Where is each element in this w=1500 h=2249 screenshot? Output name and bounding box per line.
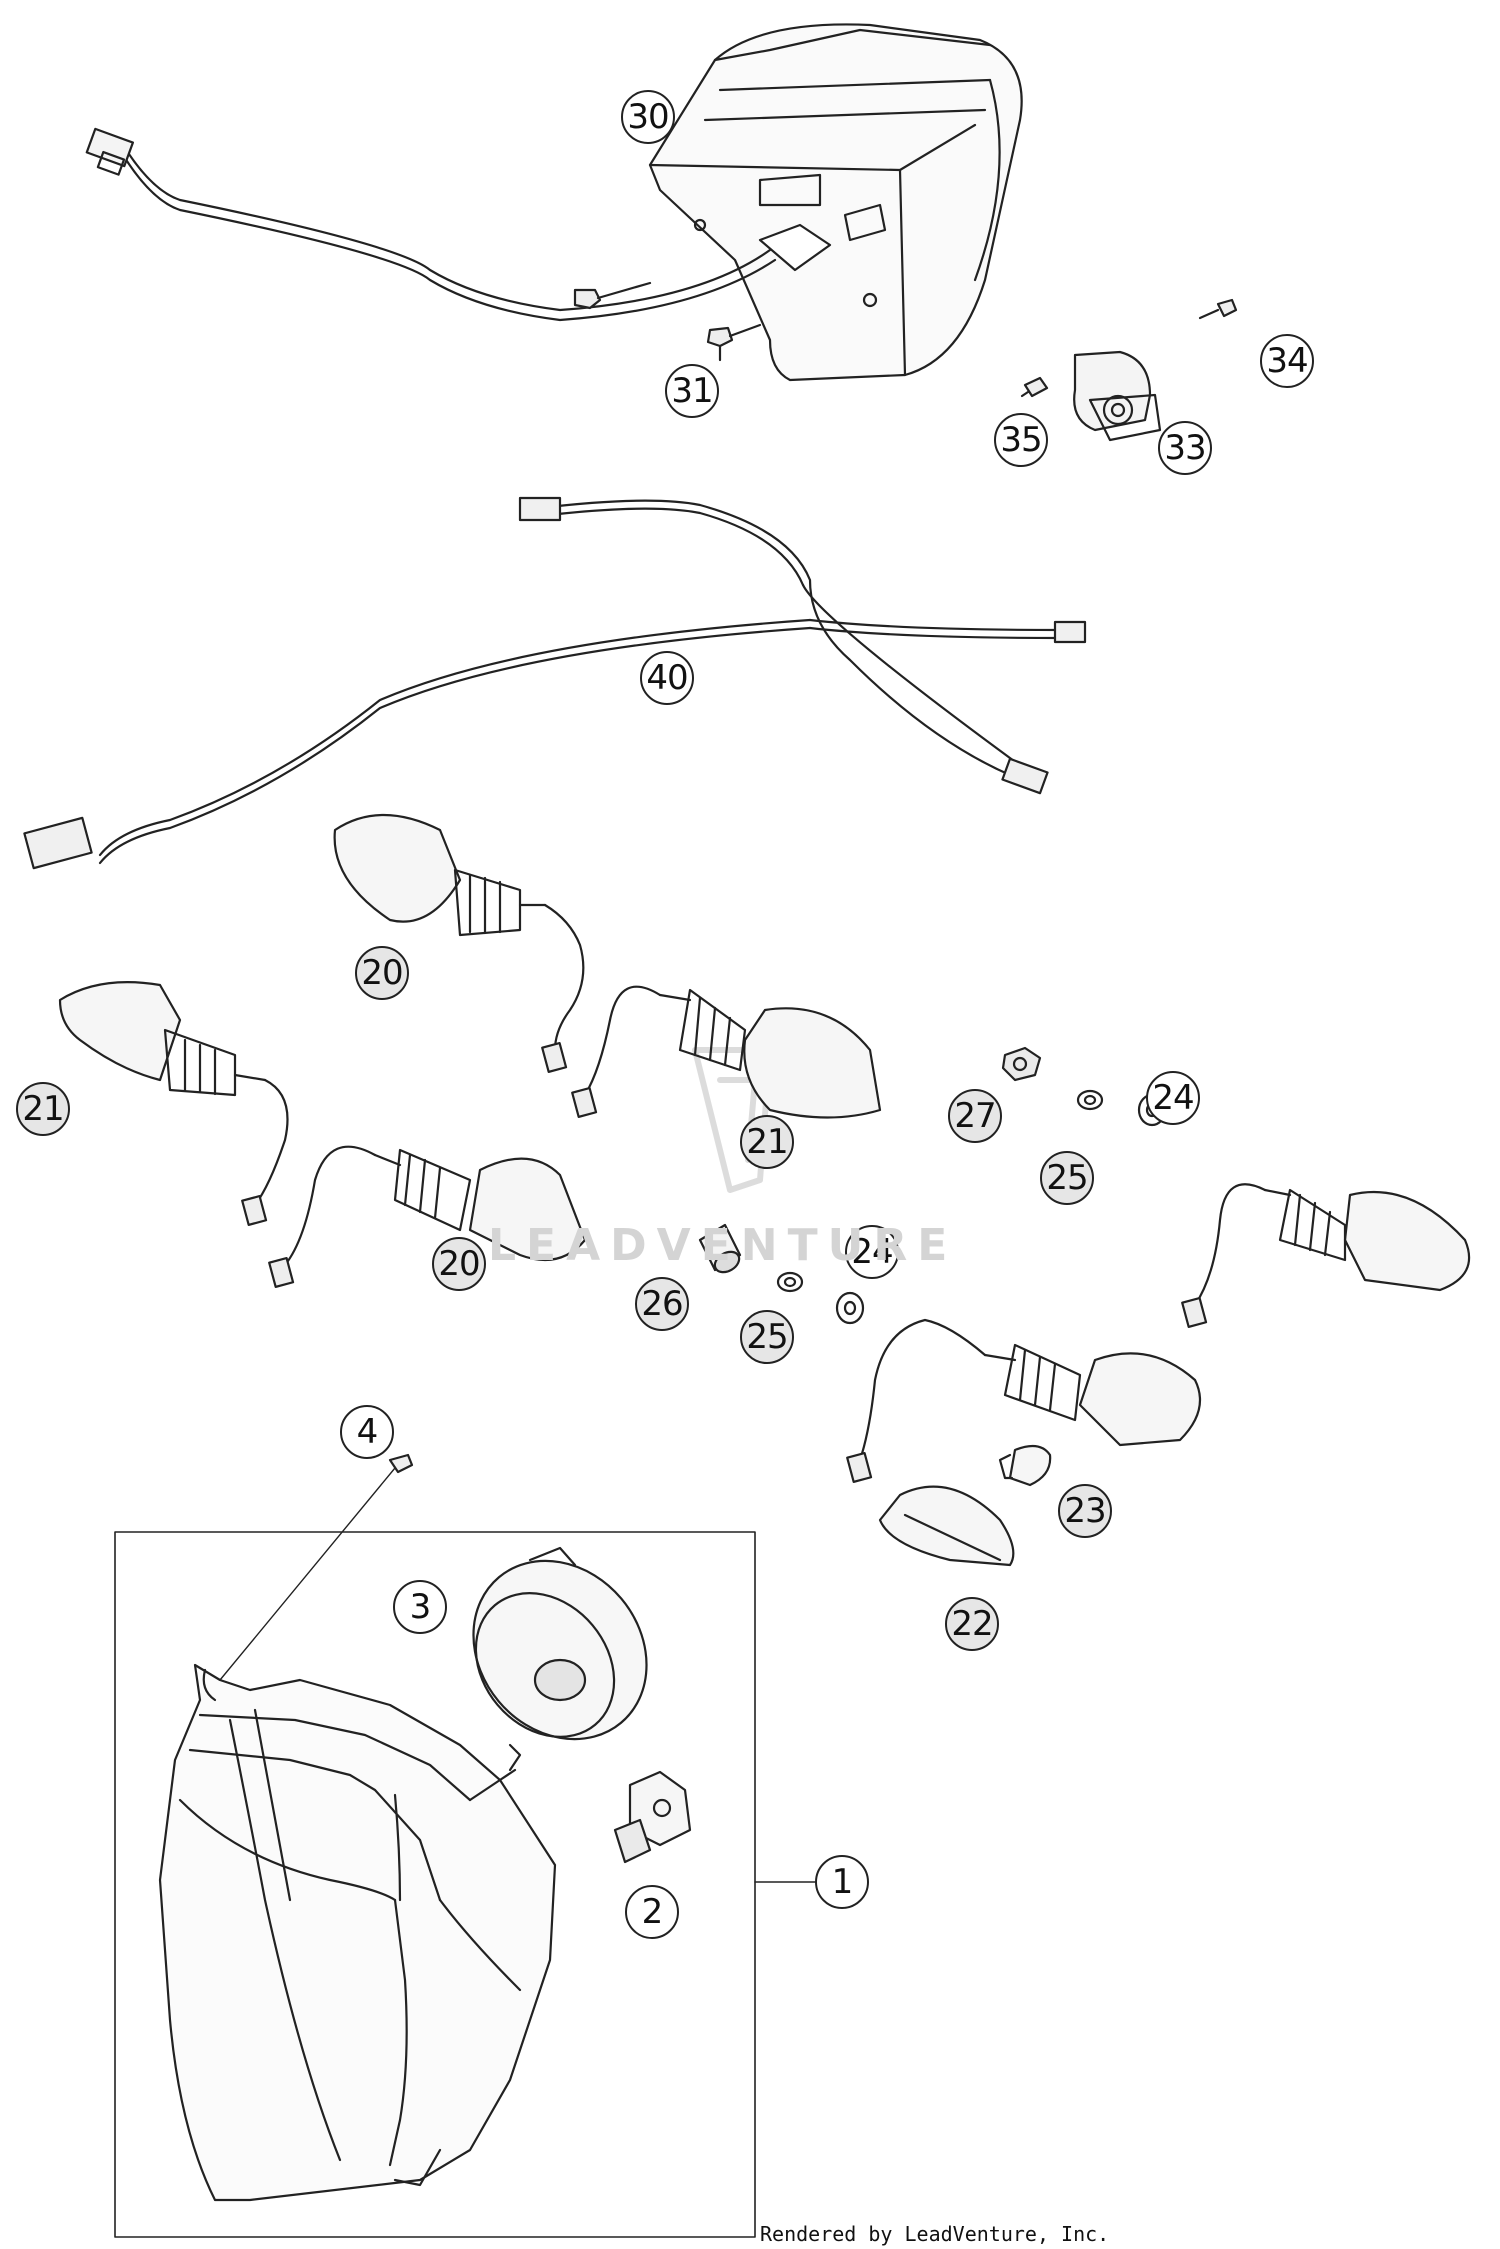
bulb-35	[1020, 376, 1049, 398]
callout-35: 35	[994, 413, 1048, 467]
callout-40: 40	[640, 651, 694, 705]
callout-30: 30	[621, 90, 675, 144]
callout-24-upper: 24	[1146, 1071, 1200, 1125]
callout-25-upper: 25	[1040, 1151, 1094, 1205]
screw-31	[573, 281, 762, 362]
callout-27: 27	[948, 1089, 1002, 1143]
tail-light-assembly	[648, 23, 1023, 382]
lens-22	[878, 1485, 1015, 1567]
callout-34: 34	[1260, 334, 1314, 388]
turn-signal-20-lower	[268, 1145, 587, 1288]
callout-22: 22	[945, 1597, 999, 1651]
turn-signal-20-upper	[333, 814, 585, 1073]
callout-20-lower: 20	[432, 1237, 486, 1291]
dust-cover-3	[472, 1546, 648, 1741]
turn-signal-right-lower	[846, 1318, 1202, 1483]
callout-2: 2	[625, 1885, 679, 1939]
callout-25-lower: 25	[740, 1310, 794, 1364]
nut-27	[1001, 1046, 1042, 1082]
wiring-harness	[23, 496, 1087, 870]
callout-24-lower: 24	[845, 1225, 899, 1279]
bulb-23	[998, 1444, 1052, 1487]
headlight-group-frame	[114, 1531, 756, 2238]
lock-washer-25-upper	[1076, 1089, 1104, 1111]
headlight-housing-1	[158, 1663, 557, 2202]
lock-washer-25-lower	[776, 1271, 804, 1293]
callout-1: 1	[815, 1855, 869, 1909]
turn-signal-21-middle	[571, 985, 882, 1119]
washer-24-lower	[835, 1291, 865, 1325]
callout-21-middle: 21	[740, 1115, 794, 1169]
screw-34	[1198, 298, 1238, 320]
callout-4: 4	[340, 1405, 394, 1459]
license-plate-light	[1073, 350, 1162, 442]
screw-4	[219, 1453, 414, 1681]
callout-20-upper: 20	[355, 946, 409, 1000]
callout-21-left: 21	[16, 1082, 70, 1136]
tail-light-wire	[85, 127, 777, 322]
callout-26: 26	[635, 1277, 689, 1331]
watermark-text: LEADVENTURE	[488, 1220, 958, 1271]
callout-33: 33	[1158, 421, 1212, 475]
turn-signal-right-upper	[1181, 1183, 1471, 1328]
callout-3: 3	[393, 1580, 447, 1634]
turn-signal-21-left	[58, 981, 289, 1226]
callout-23: 23	[1058, 1484, 1112, 1538]
rendered-by-credit: Rendered by LeadVenture, Inc.	[760, 2222, 1110, 2246]
spacer-26	[698, 1223, 742, 1274]
callout-31: 31	[665, 364, 719, 418]
headlight-bulb-2	[613, 1770, 692, 1864]
